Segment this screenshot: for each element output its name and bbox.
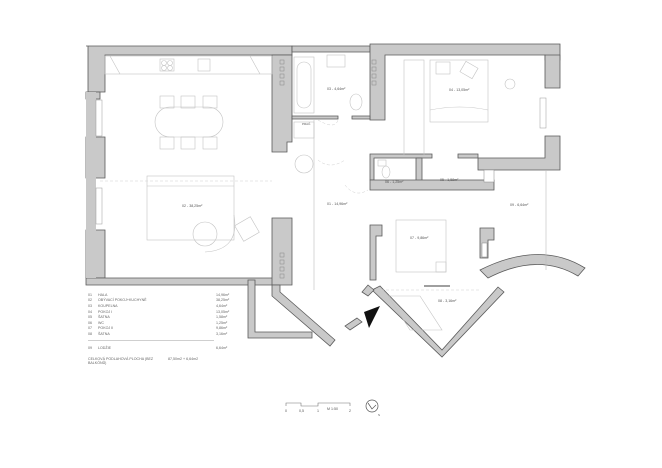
- bathroom-tag: PRAČ.: [302, 121, 311, 126]
- room-label-05: 05 - 1,58m²: [440, 178, 459, 182]
- room-label-09: 09 - 6,64m²: [510, 203, 529, 207]
- north-arrow-icon: S: [365, 399, 380, 417]
- dining-table: [154, 95, 224, 150]
- bedroom-1-furniture: [403, 59, 547, 156]
- room-label-07: 07 - 9,86m²: [410, 236, 429, 240]
- svg-text:1: 1: [317, 409, 319, 413]
- wc-fixtures: [377, 159, 391, 179]
- room-label-04: 04 - 13,05m²: [449, 88, 470, 92]
- room-label-03: 03 - 4,64m²: [327, 87, 346, 91]
- room-label-02: 02 - 38,25m²: [182, 204, 203, 208]
- svg-text:S: S: [378, 413, 380, 417]
- svg-text:0: 0: [285, 409, 287, 413]
- hall-appliances: [293, 119, 369, 290]
- room-label-06: 06 - 1,25m²: [385, 180, 404, 184]
- entrance-arrow-icon: [364, 306, 380, 328]
- bedroom-2-furniture: [376, 219, 480, 331]
- svg-text:M 1:50: M 1:50: [327, 407, 338, 411]
- scale-bar: 0 0,5 1 M 1:50 2: [285, 402, 351, 413]
- walls: [85, 43, 586, 358]
- legend-divider: [88, 339, 214, 341]
- svg-text:2: 2: [349, 409, 351, 413]
- room-label-01: 01 - 14,96m²: [327, 202, 348, 206]
- total-area: CELKOVÁ PODLAHOVÁ PLOCHA (BEZ BALKÓNŮ)87…: [88, 356, 199, 365]
- sofa: [146, 175, 260, 253]
- svg-text:0,5: 0,5: [299, 409, 304, 413]
- room-labels: 02 - 38,25m² 03 - 4,64m² 04 - 13,05m² 01…: [182, 87, 529, 303]
- bathroom-fixtures: [279, 54, 377, 279]
- kitchen-counter: [104, 55, 273, 75]
- room-label-08: 08 - 3,16m²: [438, 299, 457, 303]
